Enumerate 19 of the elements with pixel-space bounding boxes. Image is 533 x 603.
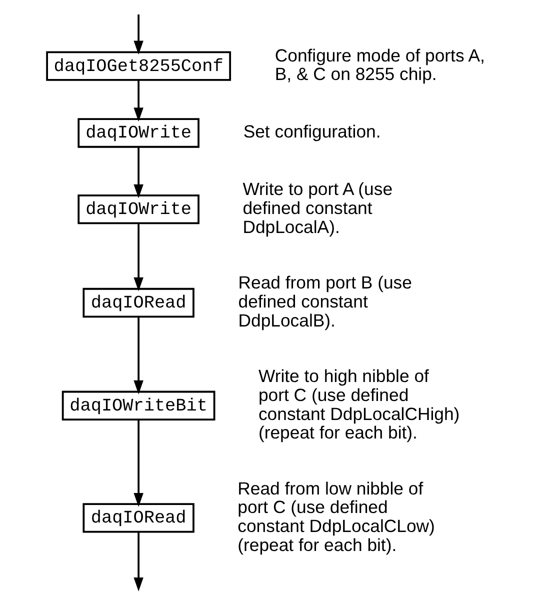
node-box: daqIORead [82,503,194,533]
node-label: Write to port A (use defined constant DdpLocalA). [242,179,392,237]
node-box: daqIOWrite [77,194,199,224]
node-label: Write to high nibble of port C (use defined constant DdpLocalCHigh) (repeat for each bit). [258,366,460,443]
arrow [133,316,143,394]
arrow [133,14,143,55]
arrow [133,532,143,592]
arrow [133,80,143,122]
node-box: daqIORead [82,288,194,318]
node-box: daqIOWrite [77,118,199,148]
arrow [133,147,143,198]
node-label: Configure mode of ports A, B, & C on 8255 chip. [274,45,484,84]
node-label: Set configuration. [242,122,380,142]
node-label: Read from low nibble of port C (use defined constant DdpLocalCLow) (repeat for each bit). [237,478,434,556]
node-box: daqIOGet8255Conf [46,51,231,81]
node-box: daqIOWriteBit [61,390,215,420]
arrow [133,420,143,507]
arrow [133,223,143,292]
node-label: Read from port B (use defined constant DdpLocalB). [238,272,412,330]
